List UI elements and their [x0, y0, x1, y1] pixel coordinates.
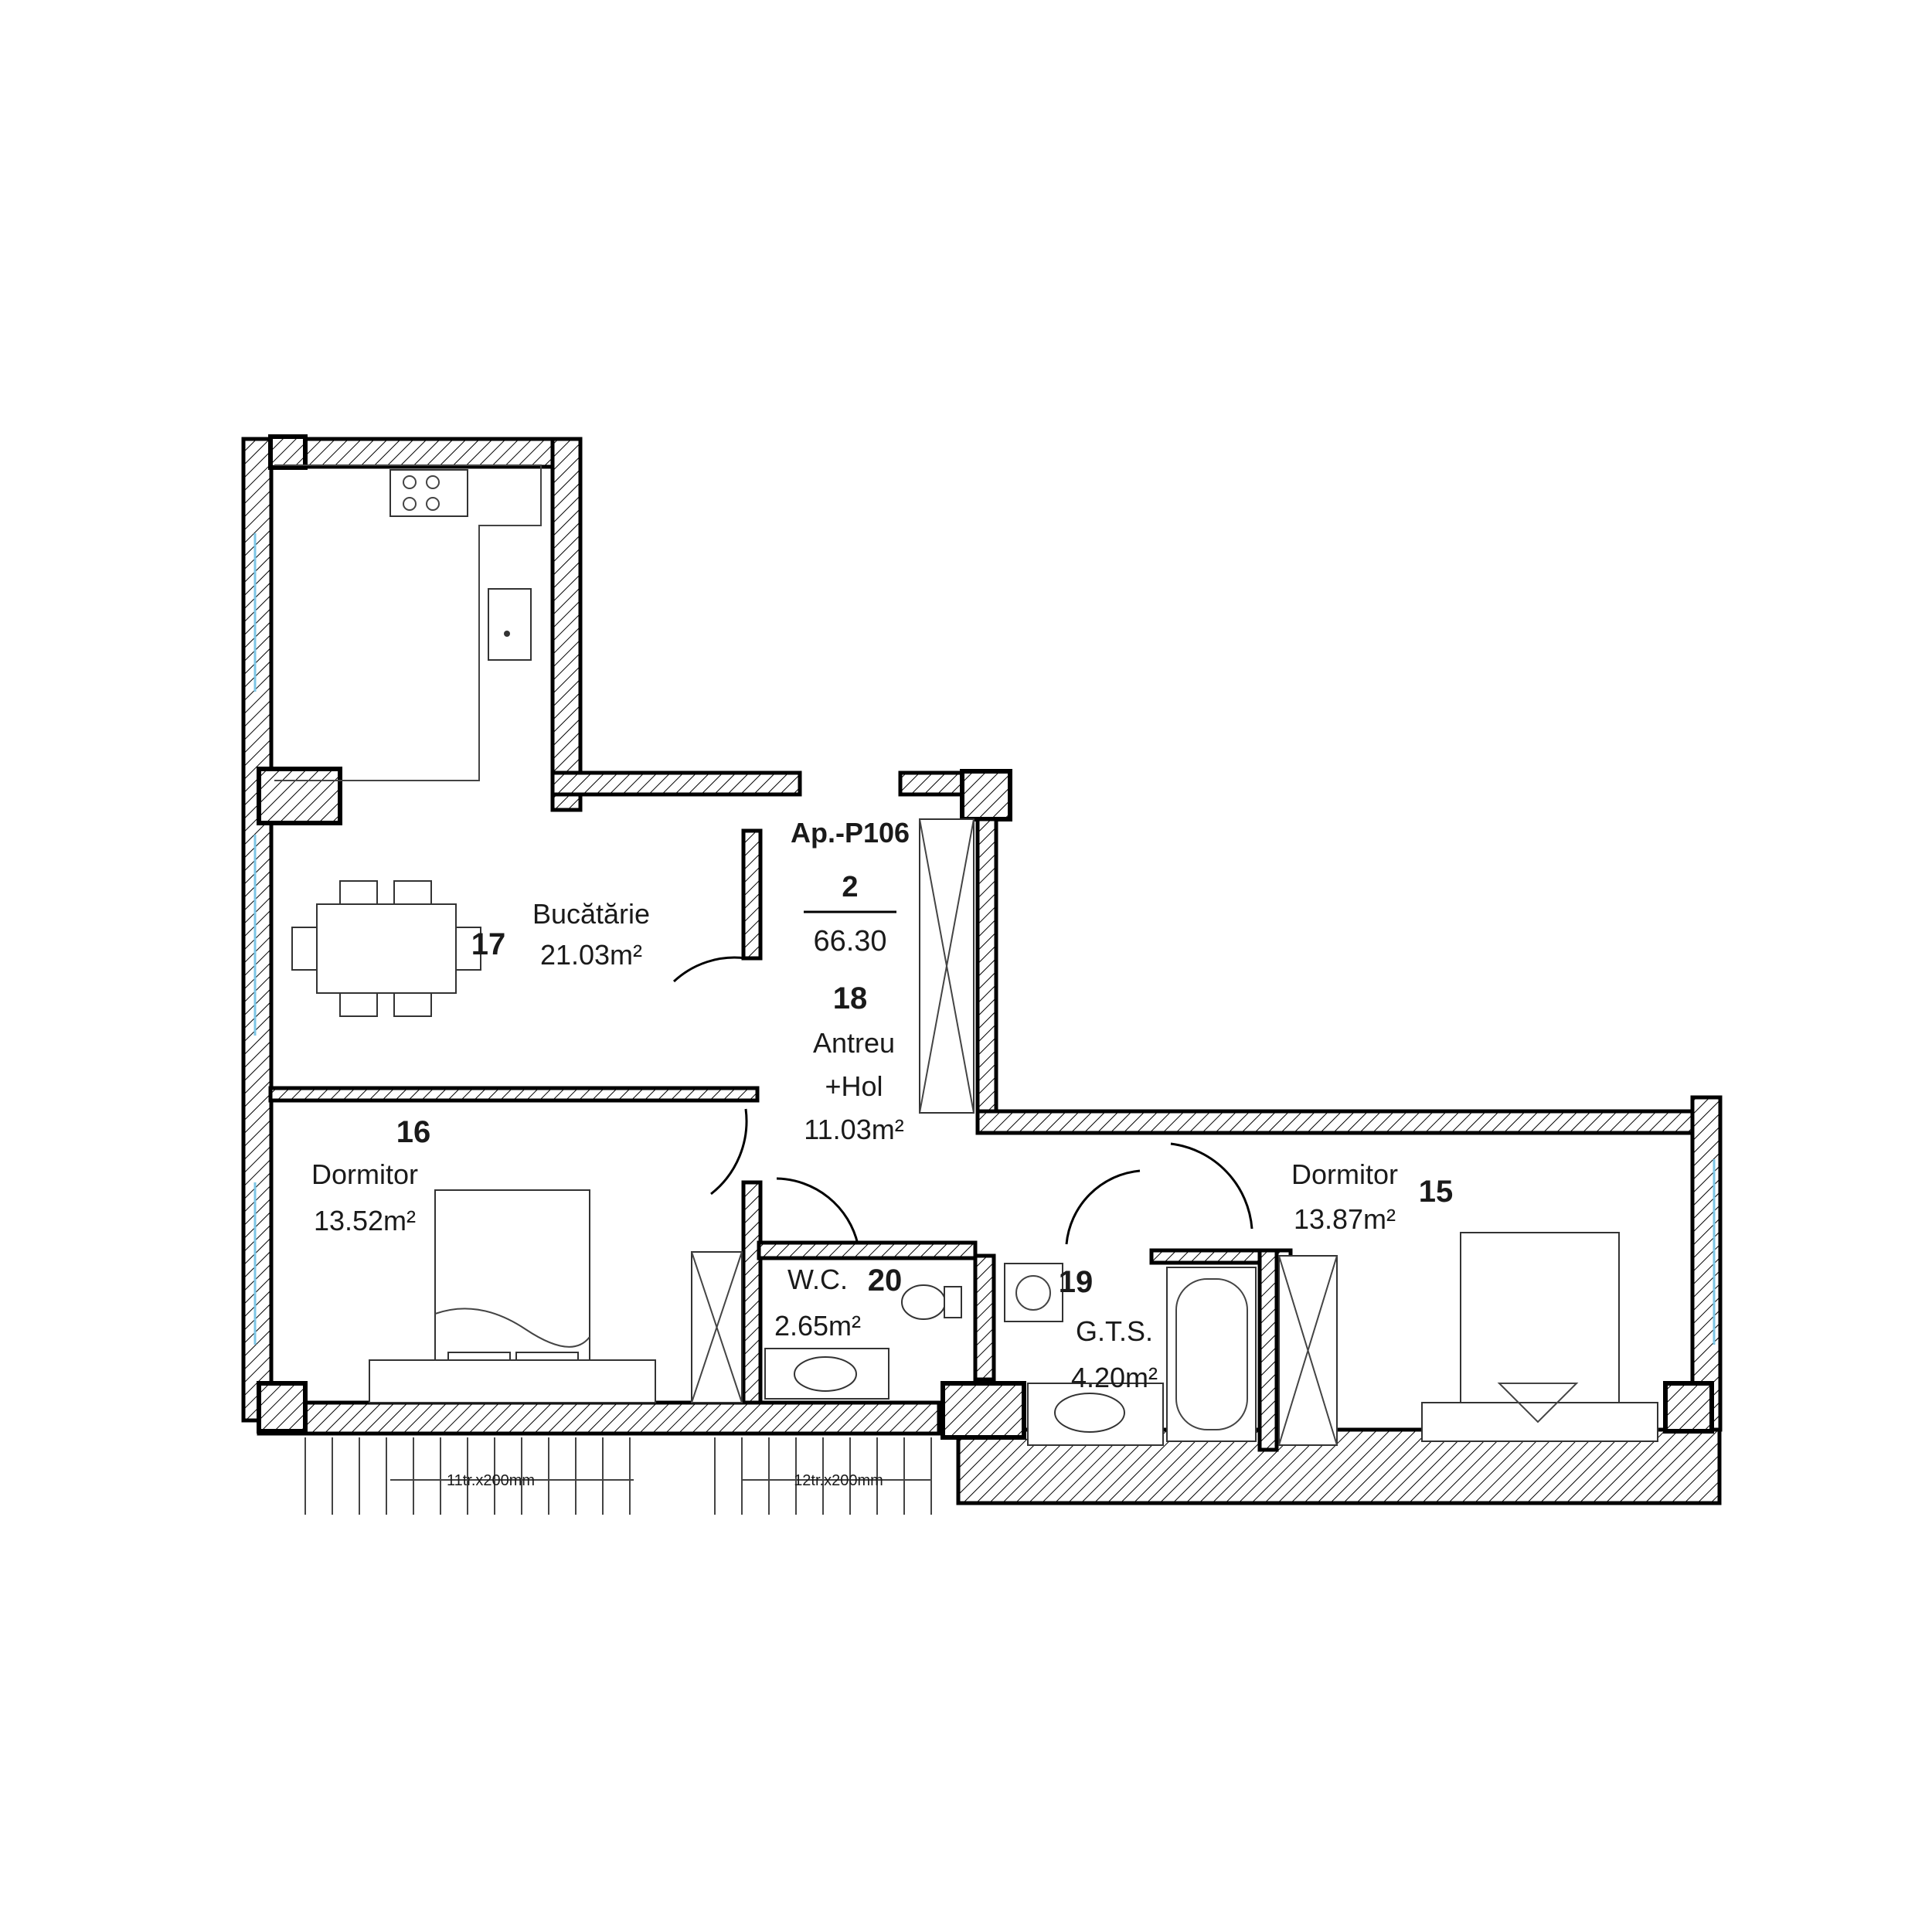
room-bedroom-15: 15 Dormitor 13.87m²	[1291, 1158, 1453, 1235]
room-area: 21.03m²	[540, 939, 642, 971]
stair-labels: 11tr.x200mm 12tr.x200mm	[447, 1472, 883, 1489]
room-name-2: +Hol	[825, 1070, 883, 1102]
door-wc	[776, 1177, 859, 1245]
stair-label-right: 12tr.x200mm	[794, 1472, 883, 1489]
room-number: 16	[396, 1115, 431, 1149]
column-bottom-center	[940, 1381, 1026, 1440]
door-bedroom16	[710, 1108, 748, 1196]
wall-kitchen-right	[550, 437, 583, 812]
wall-right-exterior	[1690, 1095, 1723, 1432]
room-bedroom-16: 16 Dormitor 13.52m²	[311, 1115, 430, 1236]
room-area: 13.52m²	[314, 1205, 416, 1236]
room-name: Dormitor	[1291, 1158, 1398, 1190]
wall-left-exterior	[241, 437, 274, 1423]
wall-bedroom15-top	[975, 1109, 1695, 1135]
column-bottom-right	[1663, 1381, 1714, 1434]
room-gts: 19 G.T.S. 4.20m²	[1059, 1265, 1158, 1393]
column-center	[960, 769, 1012, 821]
room-name: G.T.S.	[1076, 1315, 1153, 1347]
stairs-right	[714, 1437, 932, 1515]
room-name: W.C.	[787, 1264, 848, 1295]
bed-icon-bedroom16	[369, 1189, 656, 1403]
dining-table-icon	[291, 880, 481, 1017]
room-number: 17	[471, 927, 506, 961]
sink-icon	[488, 588, 532, 661]
stairs-left	[304, 1437, 634, 1515]
room-area: 13.87m²	[1294, 1203, 1396, 1235]
room-wc: 20 W.C. 2.65m²	[774, 1264, 902, 1342]
room-name: Dormitor	[311, 1158, 418, 1190]
kitchen-counter	[274, 464, 542, 781]
stair-label-left: 11tr.x200mm	[447, 1472, 535, 1489]
bathtub-icon	[1166, 1267, 1257, 1442]
closet-hall	[919, 818, 975, 1114]
apartment-label: Ap.-P106 2 66.30	[791, 817, 910, 957]
wall-kitchen-bedroom	[268, 1086, 760, 1103]
room-area: 11.03m²	[804, 1114, 903, 1145]
doors	[672, 956, 1253, 1245]
room-area: 4.20m²	[1071, 1362, 1158, 1393]
gts-sink-icon	[1027, 1383, 1164, 1446]
apartment-rooms-count: 2	[842, 871, 858, 903]
room-name: Bucătărie	[532, 898, 650, 930]
wall-kitchen-hall	[741, 828, 763, 961]
room-number: 18	[833, 981, 868, 1015]
room-area: 2.65m²	[774, 1310, 861, 1342]
closet-bedroom15	[1278, 1255, 1338, 1446]
washing-machine-icon	[1004, 1263, 1063, 1322]
room-number: 19	[1059, 1265, 1094, 1299]
room-name: Antreu	[813, 1027, 895, 1059]
furniture	[274, 464, 1658, 1446]
stove-icon	[389, 469, 468, 517]
wall-kitchen-balcony	[550, 770, 802, 797]
windows	[253, 533, 1716, 1345]
wall-hall-right	[975, 817, 998, 1131]
wc-sink-icon	[764, 1348, 889, 1400]
column-bottom-left	[257, 1381, 308, 1434]
toilet-icon	[901, 1284, 962, 1320]
apartment-total-area: 66.30	[813, 925, 886, 957]
room-kitchen: 17 Bucătărie 21.03m²	[471, 898, 650, 971]
room-hall: 18 Antreu +Hol 11.03m²	[804, 981, 903, 1145]
column-top-left	[268, 434, 308, 470]
wall-wc-top	[757, 1240, 978, 1260]
closet-bedroom16	[691, 1251, 743, 1403]
bed-icon-bedroom15	[1421, 1232, 1658, 1442]
door-gts	[1065, 1169, 1141, 1245]
wall-wc-gts	[973, 1253, 996, 1382]
wall-bedroom16-hall	[741, 1180, 763, 1409]
room-number: 20	[868, 1264, 903, 1298]
apartment-code: Ap.-P106	[791, 817, 910, 849]
wall-bottom-left	[257, 1400, 941, 1436]
wall-hall-top-right	[898, 770, 972, 797]
door-kitchen	[672, 956, 747, 983]
door-bedroom15	[1170, 1142, 1253, 1230]
column-left	[257, 767, 342, 825]
wall-kitchen-top	[260, 437, 582, 469]
walls	[241, 434, 1723, 1505]
room-number: 15	[1419, 1175, 1454, 1209]
wall-gts-bedroom15	[1257, 1248, 1279, 1452]
